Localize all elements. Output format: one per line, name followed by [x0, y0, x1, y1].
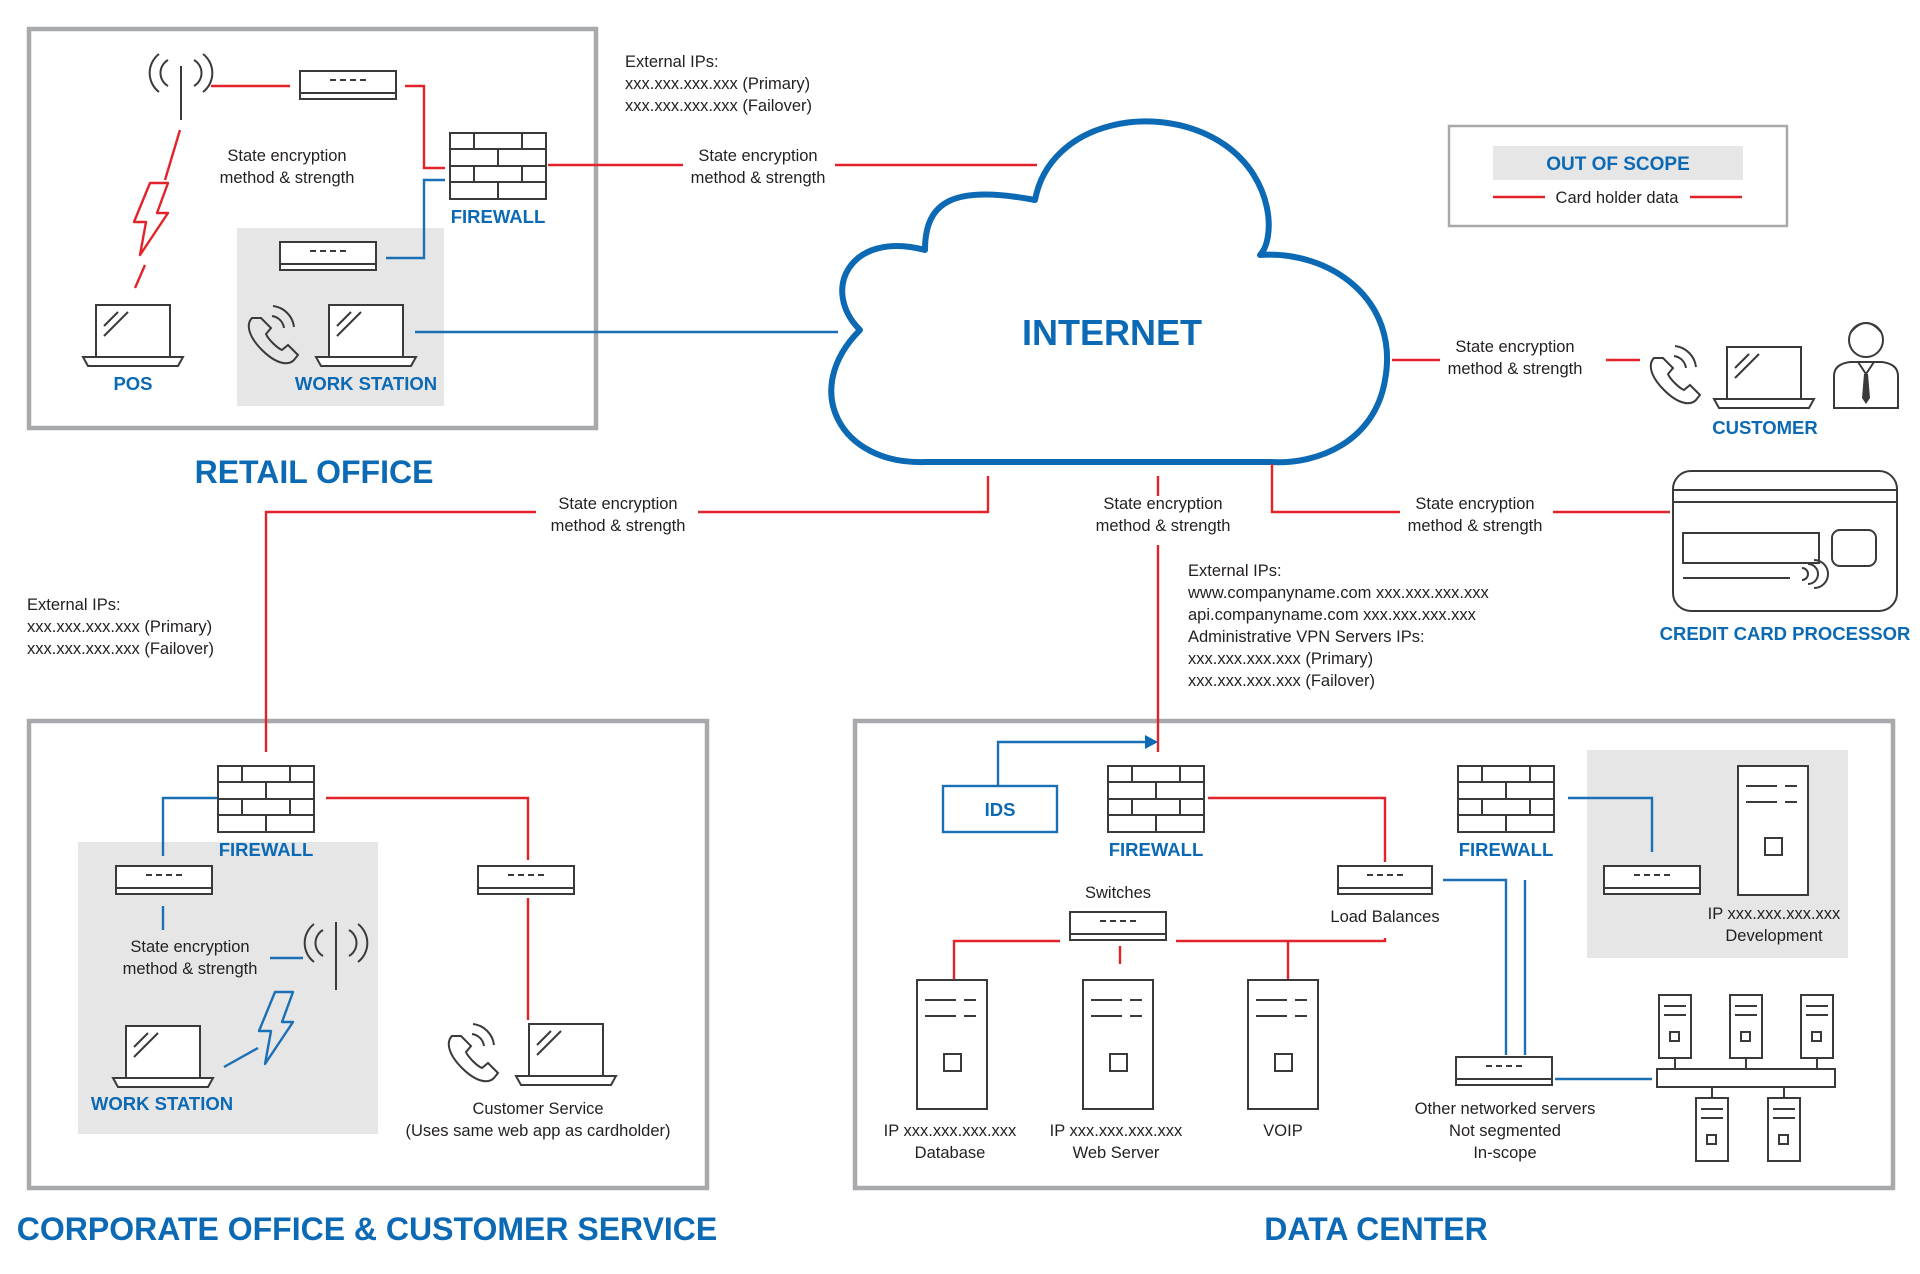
switch-icon	[1069, 911, 1167, 941]
retail-workstation-label: WORK STATION	[295, 373, 437, 394]
datacenter-ext-ips-line4: Administrative VPN Servers IPs:	[1188, 628, 1425, 646]
retail-firewall-icon	[449, 132, 547, 200]
corporate-router2-icon	[477, 865, 575, 895]
retail-wifi-encryption-line2: method & strength	[220, 169, 355, 187]
datacenter-link-encryption-line2: method & strength	[1096, 517, 1231, 535]
datacenter-firewall1-label: FIREWALL	[1109, 839, 1204, 860]
datacenter-ext-ips-line2: www.companyname.com xxx.xxx.xxx.xxx	[1187, 584, 1489, 602]
customer-phone-icon	[1649, 345, 1702, 405]
processor-encryption-line2: method & strength	[1408, 517, 1543, 535]
retail-wireless-bolt-icon	[132, 181, 170, 257]
internet-label: INTERNET	[1022, 312, 1202, 353]
corporate-link-encryption-line2: method & strength	[551, 517, 686, 535]
development-router-icon	[1603, 865, 1701, 895]
datacenter-link-encryption-line1: State encryption	[1103, 495, 1222, 513]
retail-link-encryption-line2: method & strength	[691, 169, 826, 187]
development-server-icon	[1737, 765, 1809, 896]
datacenter-zone-frame	[852, 718, 1896, 1191]
retail-pos-label: POS	[113, 373, 152, 394]
datacenter-firewall2-icon	[1457, 765, 1555, 833]
datacenter-ext-ips-line3: api.companyname.com xxx.xxx.xxx.xxx	[1188, 606, 1477, 624]
customer-label: CUSTOMER	[1712, 417, 1818, 438]
other-servers-line3: In-scope	[1473, 1144, 1536, 1162]
corporate-workstation-laptop-icon	[111, 1025, 215, 1088]
datacenter-ext-ips-line6: xxx.xxx.xxx.xxx (Failover)	[1188, 672, 1375, 690]
corporate-title: CORPORATE OFFICE & CUSTOMER SERVICE	[17, 1211, 718, 1247]
corporate-zone-frame	[26, 718, 710, 1191]
corporate-workstation-label: WORK STATION	[91, 1093, 233, 1114]
customer-encryption-line1: State encryption	[1455, 338, 1574, 356]
retail-router2-icon	[279, 241, 377, 271]
customer-service-phone-icon	[447, 1023, 500, 1083]
retail-pos-laptop-icon	[81, 304, 185, 367]
corporate-firewall-icon	[217, 765, 315, 833]
corporate-link-encryption-line1: State encryption	[558, 495, 677, 513]
switches-label: Switches	[1085, 884, 1151, 902]
corporate-wifi-antenna-icon	[303, 922, 369, 990]
corporate-wifi-encryption-line1: State encryption	[130, 938, 249, 956]
processor-encryption-line1: State encryption	[1415, 495, 1534, 513]
retail-ext-ips-line2: xxx.xxx.xxx.xxx (Primary)	[625, 75, 810, 93]
database-line2: Database	[915, 1144, 986, 1162]
webserver-line2: Web Server	[1073, 1144, 1160, 1162]
retail-wifi-encryption-line1: State encryption	[227, 147, 346, 165]
retail-ext-ips-line1: External IPs:	[625, 53, 719, 71]
datacenter-title: DATA CENTER	[1264, 1211, 1487, 1247]
ids-box: IDS	[941, 784, 1059, 834]
corporate-ext-ips-line2: xxx.xxx.xxx.xxx (Primary)	[27, 618, 212, 636]
ids-label: IDS	[985, 799, 1016, 820]
webserver-line1: IP xxx.xxx.xxx.xxx	[1050, 1122, 1183, 1140]
corporate-ext-ips-line3: xxx.xxx.xxx.xxx (Failover)	[27, 640, 214, 658]
corporate-ext-ips-line1: External IPs:	[27, 596, 121, 614]
datacenter-firewall2-label: FIREWALL	[1459, 839, 1554, 860]
load-balances-label: Load Balances	[1330, 908, 1439, 926]
other-servers-line1: Other networked servers	[1415, 1100, 1596, 1118]
internet-cloud: INTERNET	[828, 118, 1390, 466]
connections	[133, 84, 1670, 1081]
legend: OUT OF SCOPE Card holder data	[1447, 124, 1789, 228]
legend-title: OUT OF SCOPE	[1546, 154, 1690, 175]
retail-ext-ips-line3: xxx.xxx.xxx.xxx (Failover)	[625, 97, 812, 115]
web-server-icon	[1082, 979, 1154, 1110]
retail-title: RETAIL OFFICE	[195, 454, 434, 490]
corporate-wireless-bolt-icon	[257, 990, 295, 1066]
corporate-router-icon	[115, 865, 213, 895]
database-line1: IP xxx.xxx.xxx.xxx	[884, 1122, 1017, 1140]
retail-wifi-antenna-icon	[148, 53, 214, 120]
voip-server-icon	[1247, 979, 1319, 1110]
retail-phone-icon	[247, 305, 300, 365]
voip-label: VOIP	[1263, 1122, 1302, 1140]
credit-card-icon	[1672, 470, 1898, 612]
customer-laptop-icon	[1712, 346, 1816, 409]
processor-label: CREDIT CARD PROCESSOR	[1660, 623, 1911, 644]
development-line1: IP xxx.xxx.xxx.xxx	[1708, 905, 1841, 923]
load-balancer-icon	[1337, 865, 1433, 895]
customer-service-laptop-icon	[514, 1023, 618, 1086]
retail-link-encryption-line1: State encryption	[698, 147, 817, 165]
corporate-wifi-encryption-line2: method & strength	[123, 960, 258, 978]
customer-person-icon	[1833, 322, 1899, 409]
legend-item: Card holder data	[1556, 189, 1680, 207]
retail-workstation-laptop-icon	[314, 304, 418, 367]
retail-router-icon	[299, 70, 397, 100]
datacenter-firewall1-icon	[1107, 765, 1205, 833]
corporate-firewall-label: FIREWALL	[219, 839, 314, 860]
customer-service-line1: Customer Service	[472, 1100, 603, 1118]
customer-service-line2: (Uses same web app as cardholder)	[405, 1122, 670, 1140]
customer-encryption-line2: method & strength	[1448, 360, 1583, 378]
other-servers-line2: Not segmented	[1449, 1122, 1561, 1140]
datacenter-ext-ips-line5: xxx.xxx.xxx.xxx (Primary)	[1188, 650, 1373, 668]
other-servers-switch-icon	[1455, 1056, 1553, 1086]
retail-zone-frame	[26, 26, 599, 431]
development-line2: Development	[1725, 927, 1823, 945]
database-server-icon	[916, 979, 988, 1110]
server-cluster-icon	[1656, 994, 1836, 1162]
datacenter-ext-ips-line1: External IPs:	[1188, 562, 1282, 580]
retail-firewall-label: FIREWALL	[451, 206, 546, 227]
